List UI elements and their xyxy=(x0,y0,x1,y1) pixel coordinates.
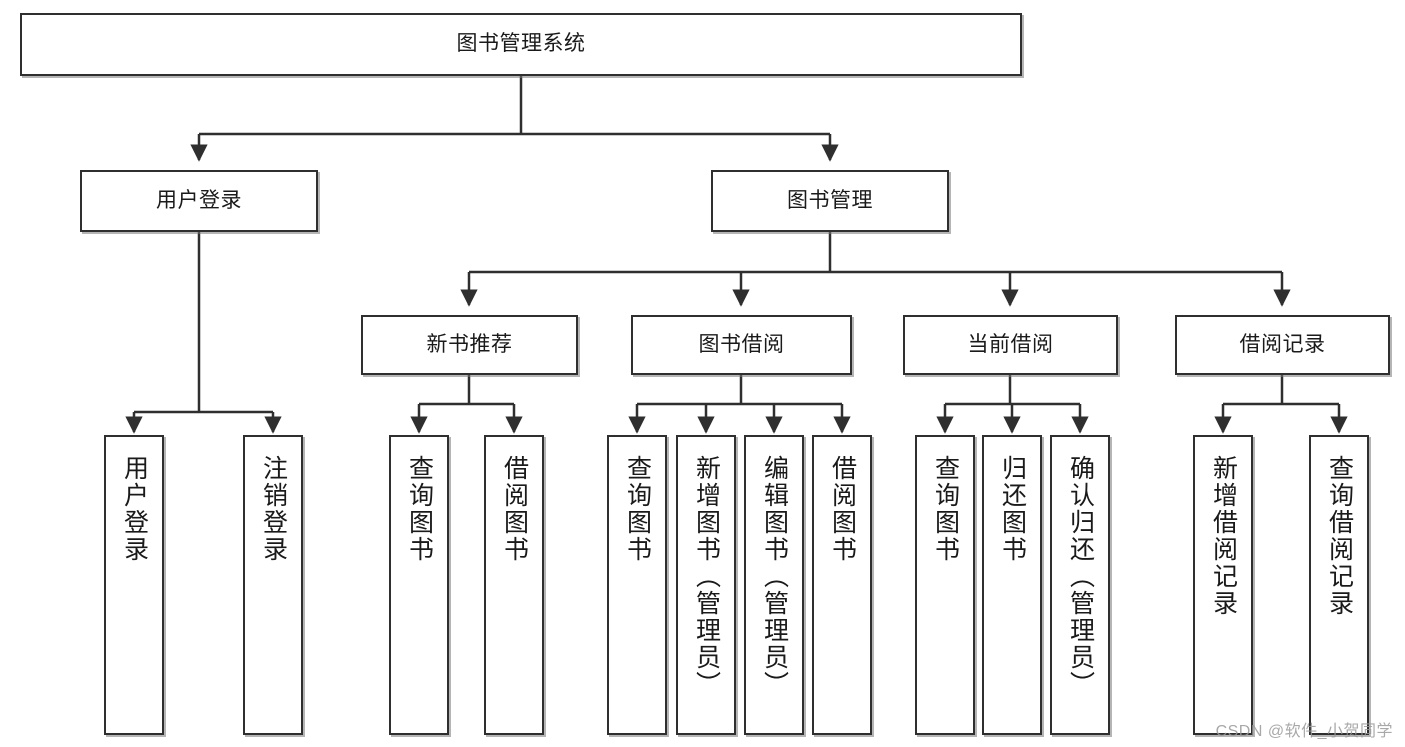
leaf-confirm-return-label: 确认归还（管理员） xyxy=(1066,455,1095,698)
node-root-label: 图书管理系统 xyxy=(456,32,586,56)
leaf-borrow-book-1-label: 借阅图书 xyxy=(500,455,529,563)
leaf-logout-label: 注销登录 xyxy=(259,455,288,563)
leaf-edit-book-label: 编辑图书（管理员） xyxy=(760,455,789,698)
node-book-borrow[interactable]: 图书借阅 xyxy=(631,315,852,375)
node-borrow-record-label: 借阅记录 xyxy=(1239,332,1326,356)
leaf-query-book-1[interactable]: 查询图书 xyxy=(389,435,449,735)
leaf-confirm-return[interactable]: 确认归还（管理员） xyxy=(1050,435,1110,735)
leaf-user-login[interactable]: 用户登录 xyxy=(104,435,164,735)
leaf-logout[interactable]: 注销登录 xyxy=(243,435,303,735)
leaf-query-book-3-label: 查询图书 xyxy=(931,455,960,563)
leaf-borrow-book-1[interactable]: 借阅图书 xyxy=(484,435,544,735)
leaf-add-book[interactable]: 新增图书（管理员） xyxy=(676,435,736,735)
node-new-book-rec-label: 新书推荐 xyxy=(426,332,513,356)
leaf-query-book-2[interactable]: 查询图书 xyxy=(607,435,667,735)
leaf-return-book-label: 归还图书 xyxy=(998,455,1027,563)
leaf-user-login-label: 用户登录 xyxy=(120,455,149,563)
leaf-add-record-label: 新增借阅记录 xyxy=(1209,455,1238,617)
node-user-login[interactable]: 用户登录 xyxy=(80,170,318,232)
leaf-query-book-3[interactable]: 查询图书 xyxy=(915,435,975,735)
leaf-edit-book[interactable]: 编辑图书（管理员） xyxy=(744,435,804,735)
node-book-manage[interactable]: 图书管理 xyxy=(711,170,949,232)
node-book-borrow-label: 图书借阅 xyxy=(698,332,785,356)
node-new-book-rec[interactable]: 新书推荐 xyxy=(361,315,578,375)
leaf-query-book-2-label: 查询图书 xyxy=(623,455,652,563)
node-borrow-record[interactable]: 借阅记录 xyxy=(1175,315,1390,375)
leaf-query-record[interactable]: 查询借阅记录 xyxy=(1309,435,1369,735)
node-user-login-label: 用户登录 xyxy=(156,188,242,212)
leaf-borrow-book-2-label: 借阅图书 xyxy=(828,455,857,563)
node-current-borrow-label: 当前借阅 xyxy=(967,332,1054,356)
node-root[interactable]: 图书管理系统 xyxy=(20,13,1022,76)
leaf-borrow-book-2[interactable]: 借阅图书 xyxy=(812,435,872,735)
leaf-add-book-label: 新增图书（管理员） xyxy=(692,455,721,698)
node-current-borrow[interactable]: 当前借阅 xyxy=(903,315,1118,375)
leaf-query-book-1-label: 查询图书 xyxy=(405,455,434,563)
leaf-query-record-label: 查询借阅记录 xyxy=(1325,455,1354,617)
node-book-manage-label: 图书管理 xyxy=(787,188,873,212)
leaf-add-record[interactable]: 新增借阅记录 xyxy=(1193,435,1253,735)
leaf-return-book[interactable]: 归还图书 xyxy=(982,435,1042,735)
csdn-watermark: CSDN @软件_小贺同学 xyxy=(1215,723,1393,740)
